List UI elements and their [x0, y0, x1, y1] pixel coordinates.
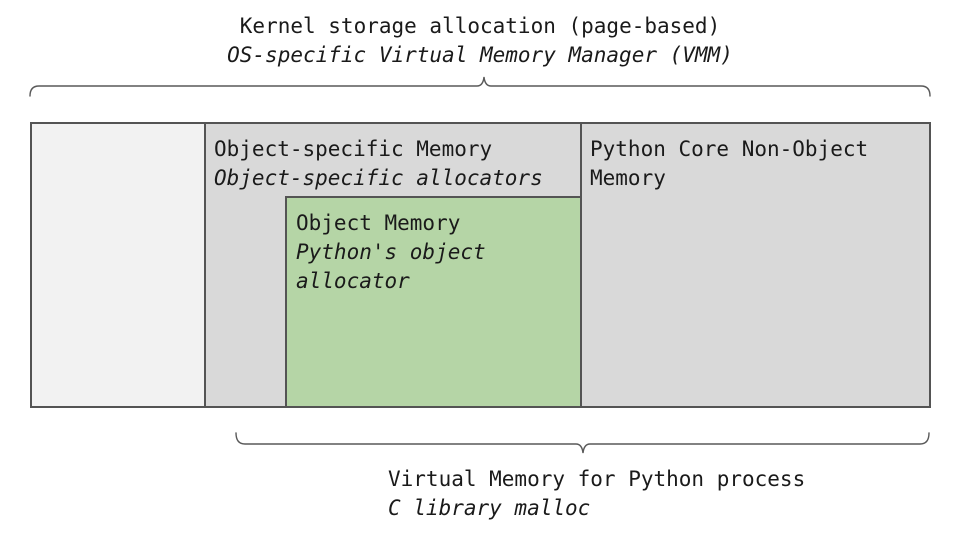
python-core-memory-label: Python Core Non-Object Memory: [590, 137, 869, 190]
object-specific-allocators-subtitle: Object-specific allocators: [214, 166, 543, 190]
virtual-memory-caption-title: Virtual Memory for Python process: [388, 467, 806, 491]
kernel-allocation-subtitle: OS-specific Virtual Memory Manager (VMM): [227, 43, 733, 67]
virtual-memory-box: Object-specific Memory Object-specific a…: [30, 122, 931, 408]
top-brace: [29, 76, 931, 97]
bottom-brace: [235, 432, 930, 454]
object-memory-title: Object Memory: [296, 211, 461, 235]
object-specific-memory-title: Object-specific Memory: [214, 137, 493, 161]
object-memory-box: Object Memory Python's object allocator: [285, 196, 580, 406]
virtual-memory-caption-subtitle: C library malloc: [388, 496, 591, 520]
object-memory-subtitle: Python's object allocator: [296, 240, 486, 293]
virtual-memory-caption: Virtual Memory for Python process C libr…: [388, 465, 805, 523]
kernel-allocation-title: Kernel storage allocation (page-based): [239, 14, 721, 38]
python-core-memory-section: Python Core Non-Object Memory: [580, 124, 929, 406]
unlabeled-memory-section: [32, 124, 204, 406]
kernel-allocation-caption: Kernel storage allocation (page-based) O…: [30, 12, 930, 70]
